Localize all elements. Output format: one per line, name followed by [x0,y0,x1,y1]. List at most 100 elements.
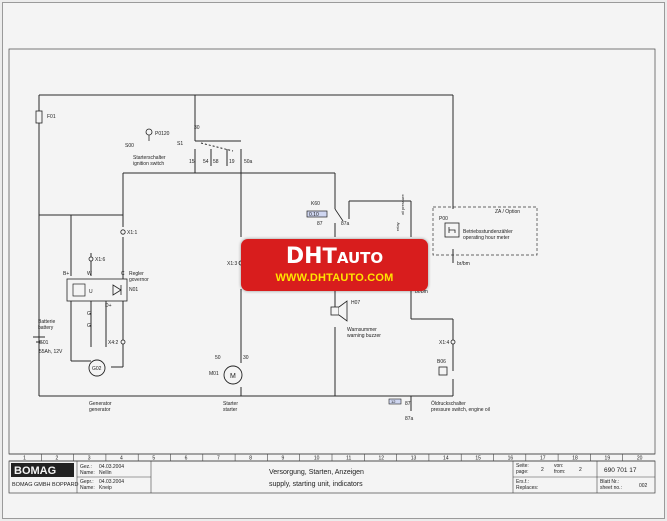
brbm-label-1: br/bm [457,261,470,267]
von-label: von: [554,463,563,469]
grid-number: 14 [443,456,449,462]
generator-de: Generator [89,401,112,407]
title-de: Versorgung, Starten, Anzeigen [269,469,364,476]
g-label-b: G [87,323,91,329]
brand-t: T [322,244,337,268]
terminal-54: 54 [203,159,209,165]
connector-x1-1-label: X1:1 [127,230,138,236]
hour-meter-de: Betriebsstundenzähler [463,229,513,235]
b-plus-label: B+ [63,271,69,277]
grid-number: 20 [637,456,643,462]
oil-87-label: 87 [405,401,411,407]
relay-k60-coil-label: 0.10 [309,212,319,218]
sheet-value: 002 [639,483,648,489]
hour-meter-glyph [448,227,456,233]
grid-number: 12 [378,456,384,462]
watermark-banner: DHTAUTO WWW.DHTAUTO.COM [241,239,428,291]
terminal-50a: 50a [244,159,253,165]
brand-url: WWW.DHTAUTO.COM [275,272,394,284]
connector-x1-6 [88,256,94,262]
page-value: 2 [541,467,544,473]
replaces-label: Replaces: [516,485,538,491]
generator-en: generator [89,407,111,413]
p0120-label: P0120 [155,131,170,137]
key-icon [145,128,153,136]
b06-label: B06 [437,359,446,365]
oil-switch-en: pressure switch, engine oil [431,407,490,413]
regulator-u-label: U [89,289,93,295]
p00-label: P00 [439,216,448,222]
battery-de: Batterie [38,319,55,325]
regler-de: Regler [129,271,144,277]
g02-label: G02 [92,366,102,372]
regulator-box [66,278,128,302]
oil-switch-de: Öldruckschalter [431,400,466,407]
oil-12-label: 12 [391,399,396,404]
s1-label: S1 [177,141,183,147]
battery-en: battery [38,325,54,331]
brand-auto: AUTO [336,249,384,267]
wiring [33,94,454,411]
grid-number: 13 [411,456,417,462]
terminal-15: 15 [189,159,195,165]
sheet-label: sheet no.: [600,485,622,491]
gepr-name-label: Name: [80,485,95,491]
grid-number: 10 [314,456,320,462]
buzzer-en: warning buzzer [347,333,381,339]
fuse-f01 [35,110,43,124]
starter-switch-en: ignition switch [133,161,164,167]
connector-x1-4 [450,339,456,345]
g01-label: G01 [39,340,49,346]
oil-pressure-vertical-label: oil pressure [400,194,405,215]
n01-label: N01 [129,287,138,293]
za-option-label: ZA / Option [495,209,520,215]
relay-k60-label: K60 [311,201,320,207]
connector-x1-3-label: X1:3 [227,261,238,267]
grid-number: 8 [249,456,252,462]
relay-k60-87a: 87a [341,221,350,227]
grid-number: 2 [55,456,58,462]
buzzer-body [330,306,340,316]
blatt-label: Blatt Nr.: [600,479,619,485]
grid-number: 4 [120,456,123,462]
grid-number: 9 [282,456,285,462]
circuit-diagram: F01 S00 P0120 S1 Starterschalter ignitio… [8,48,656,494]
gez-name-label: Name: [80,470,95,476]
gez-date: 04.03.2004 [99,464,124,470]
connector-x1-4-label: X1:4 [439,340,450,346]
grid-number: 15 [475,456,481,462]
page-label: page: [516,469,529,475]
relay-k60-87: 87 [317,221,323,227]
from-value: 2 [579,467,582,473]
w-label: W [87,271,92,277]
grid-number: 17 [540,456,546,462]
brand-dh: DH [285,244,323,269]
brand-text: DHTAUTO [241,244,428,270]
oil-relay-coil [388,398,402,405]
battery-spec: 55Ah, 12V [39,349,63,355]
bomag-logo: BOMAG [14,465,56,477]
d-plus-label: D+ [105,303,112,309]
document-number: 690 701 17 [604,467,637,474]
gepr-label: Gepr.: [80,479,94,485]
m01-label: M01 [209,371,219,377]
regler-en: governor [129,277,149,283]
bomag-logo-box [11,463,74,477]
starter-switch-de: Starterschalter [133,155,166,161]
grid-number: 5 [152,456,155,462]
terminal-30b-label: 30 [243,355,249,361]
starter-en: starter [223,407,238,413]
gez-label: Gez.: [80,464,92,470]
terminal-50-label: 50 [215,355,221,361]
grid-number: 7 [217,456,220,462]
connector-x4-2-label: X4:2 [108,340,119,346]
company-name: BOMAG GMBH BOPPARD [12,482,79,488]
motor-m-label: M [230,373,236,380]
seite-label: Seite: [516,463,529,469]
grid-number: 19 [605,456,611,462]
from-label: from: [554,469,565,475]
regulator-inner [72,283,86,297]
buzzer-icon [338,300,348,322]
gez-name: Nellin [99,470,112,476]
starter-de: Starter [223,401,238,407]
